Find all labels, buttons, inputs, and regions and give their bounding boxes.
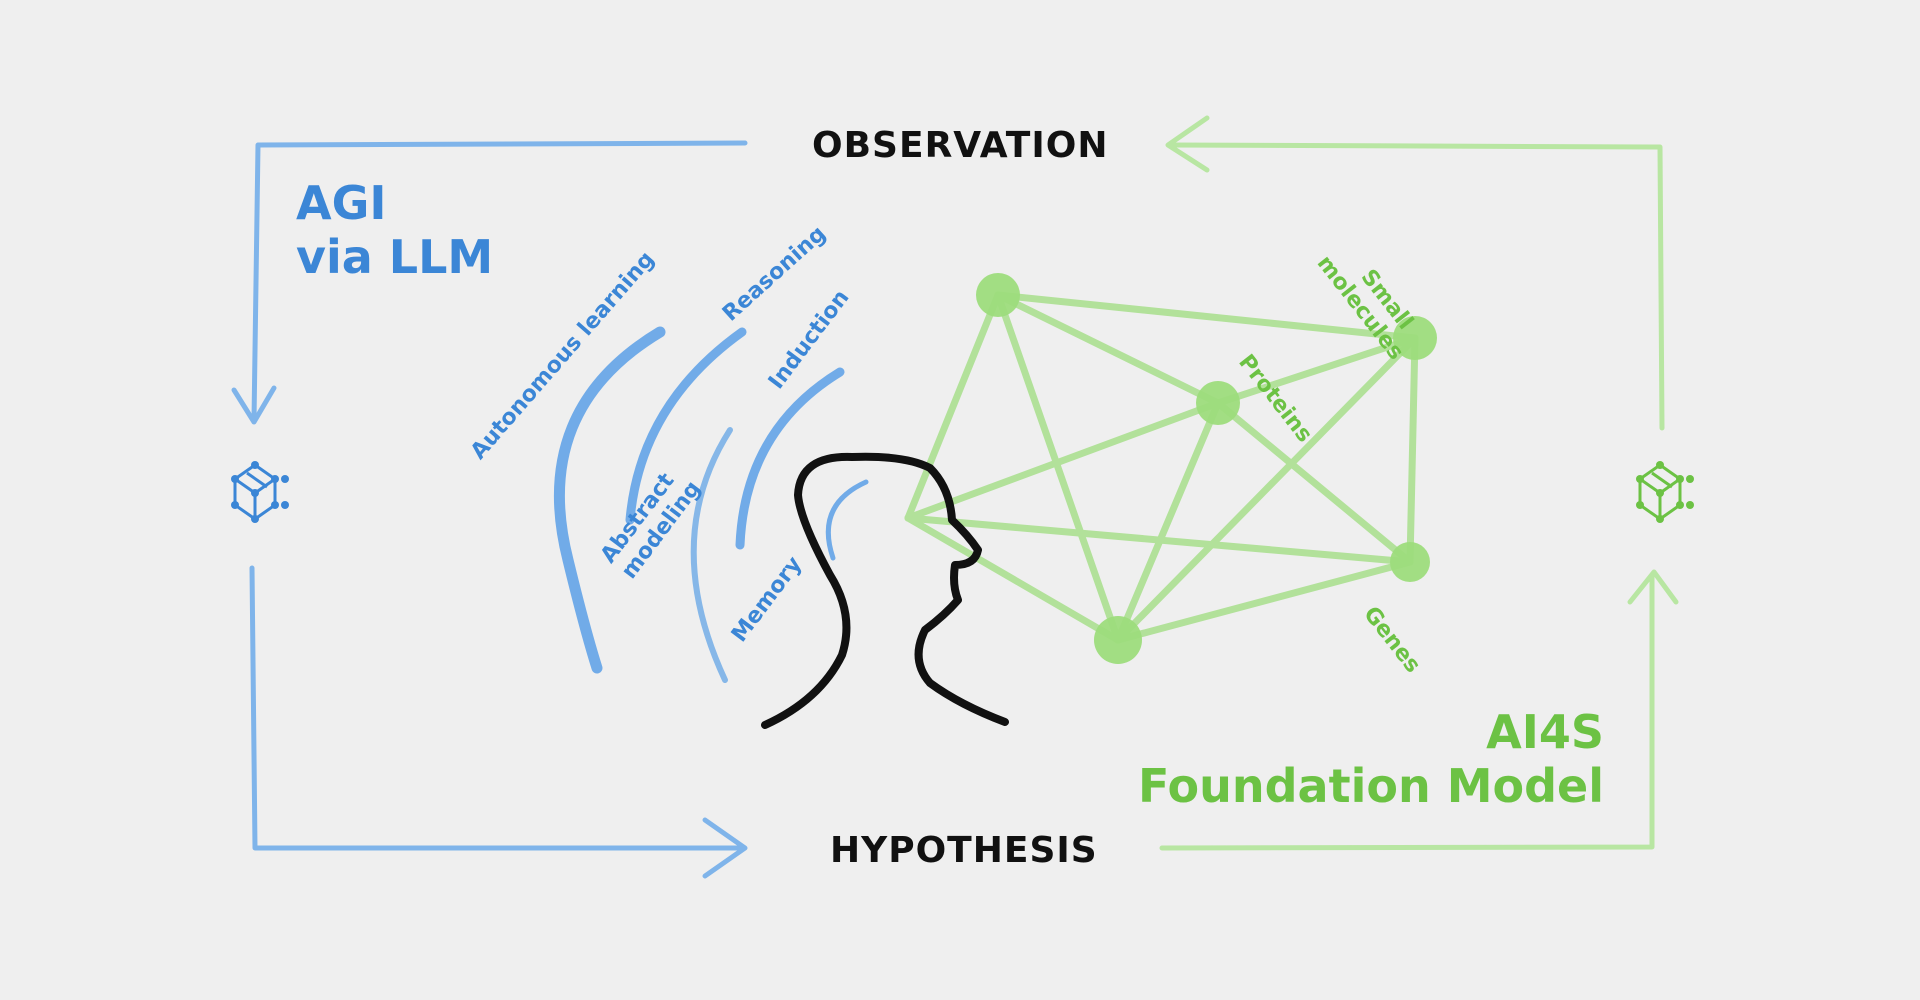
network-edges bbox=[904, 291, 1419, 644]
observation-label: OBSERVATION bbox=[812, 125, 1109, 166]
node-bottom bbox=[1094, 616, 1142, 664]
ai4s-title-line1: AI4S bbox=[1486, 705, 1604, 759]
llm-wave-arcs bbox=[553, 326, 869, 683]
node-proteins bbox=[1196, 381, 1240, 425]
ai4s-title-line2: Foundation Model bbox=[1137, 759, 1604, 813]
wave-arc-fourth bbox=[735, 367, 845, 550]
wave-arc-second bbox=[625, 327, 747, 525]
ai4s-title: AI4S Foundation Model bbox=[1138, 705, 1604, 813]
hypothesis-label: HYPOTHESIS bbox=[830, 830, 1098, 871]
right-loop-arrows bbox=[1159, 115, 1679, 851]
node-genes bbox=[1390, 542, 1430, 582]
agi-title-line1: AGI bbox=[296, 176, 387, 230]
right-network-cube-icon bbox=[1636, 461, 1694, 523]
agi-title-line2: via LLM bbox=[296, 230, 494, 284]
agi-title: AGI via LLM bbox=[296, 176, 493, 284]
wave-arc-outer bbox=[553, 326, 666, 674]
science-network bbox=[904, 273, 1437, 664]
left-network-cube-icon bbox=[231, 461, 289, 523]
node-small-molecules-a bbox=[976, 273, 1020, 317]
left-loop-arrows bbox=[231, 140, 748, 879]
node-small-molecules-b bbox=[1393, 316, 1437, 360]
wave-arc-inner bbox=[825, 479, 869, 561]
head-silhouette bbox=[761, 452, 1009, 729]
network-nodes bbox=[976, 273, 1437, 664]
wave-arc-third bbox=[690, 427, 733, 683]
